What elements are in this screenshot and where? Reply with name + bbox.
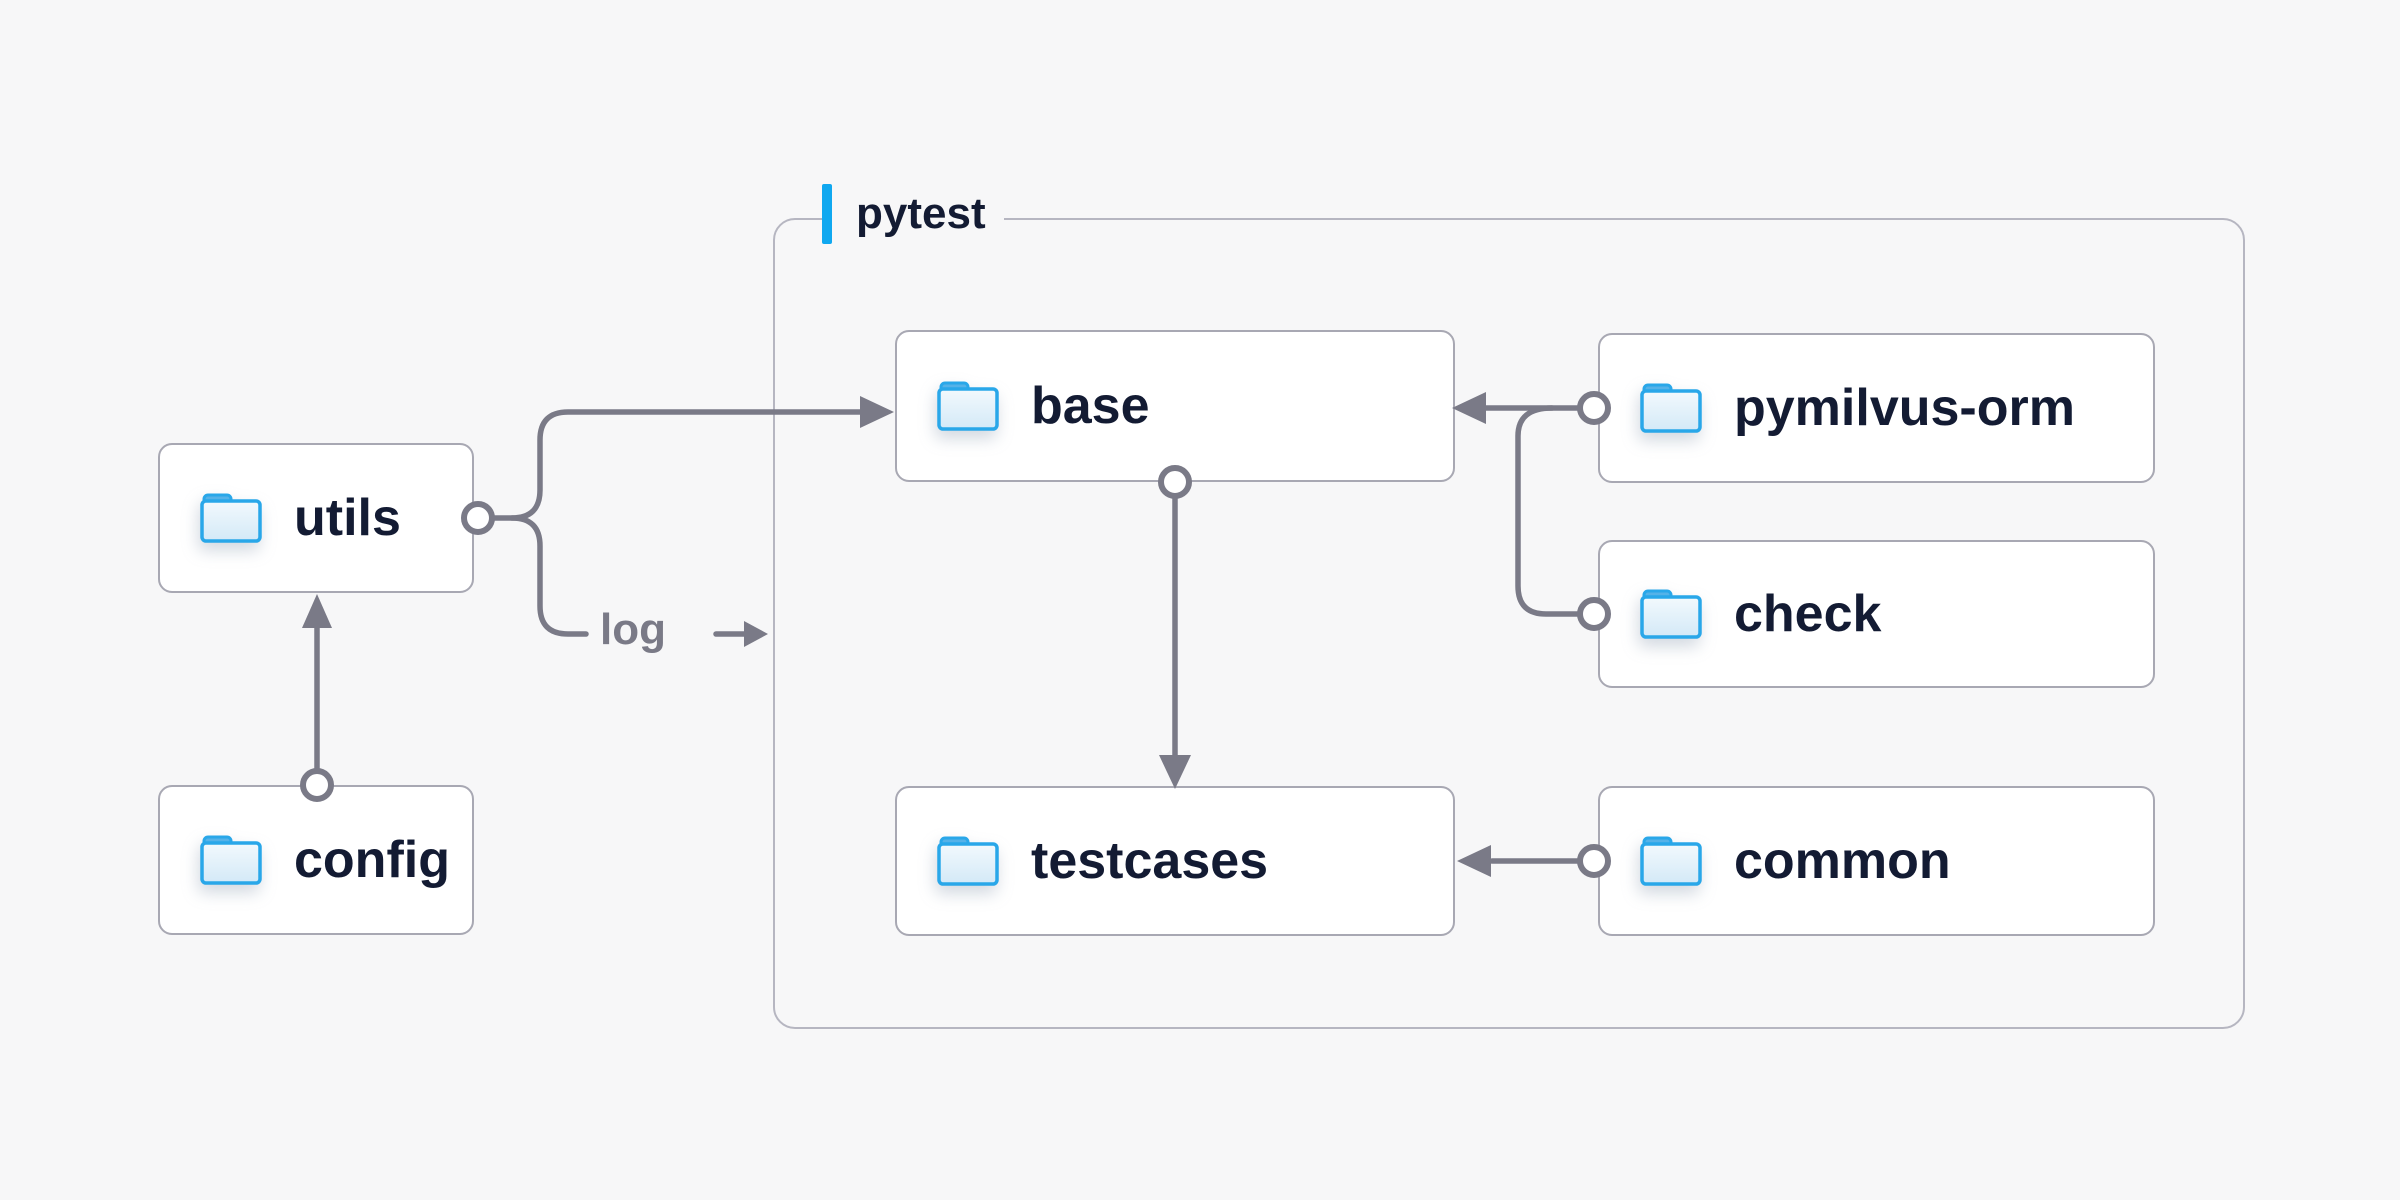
node-testcases: testcases	[895, 786, 1455, 936]
node-label: pymilvus-orm	[1734, 379, 2075, 437]
folder-icon	[1640, 836, 1702, 886]
node-label: config	[294, 831, 450, 889]
folder-icon	[200, 835, 262, 885]
node-label: testcases	[1031, 832, 1269, 890]
folder-icon	[937, 381, 999, 431]
folder-icon	[1640, 383, 1702, 433]
log-annotation: log	[600, 605, 666, 654]
node-utils: utils	[158, 443, 474, 593]
node-common: common	[1598, 786, 2155, 936]
folder-icon	[937, 836, 999, 886]
node-label: utils	[294, 489, 401, 547]
node-check: check	[1598, 540, 2155, 688]
edge-config-to-utils	[302, 594, 332, 773]
node-label: base	[1031, 377, 1150, 435]
folder-icon	[1640, 589, 1702, 639]
folder-icon	[200, 493, 262, 543]
pytest-group-label: pytest	[822, 183, 1004, 245]
node-label: common	[1734, 832, 1951, 890]
node-pymilvus-orm: pymilvus-orm	[1598, 333, 2155, 483]
pytest-group-container	[773, 218, 2245, 1029]
accent-bar	[822, 184, 832, 244]
node-label: check	[1734, 585, 1882, 643]
node-config: config	[158, 785, 474, 935]
node-base: base	[895, 330, 1455, 482]
group-title: pytest	[856, 189, 986, 238]
